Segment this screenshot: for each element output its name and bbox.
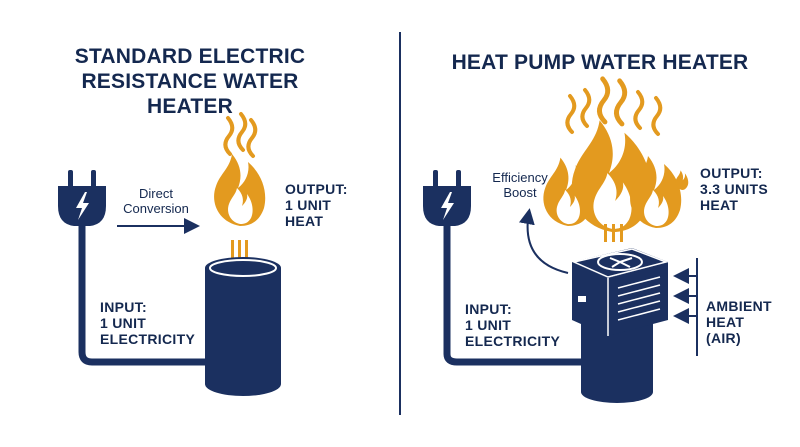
right-power-cord <box>443 222 586 366</box>
efficiency-boost-label: Efficiency Boost <box>492 170 548 200</box>
left-input-label: INPUT: 1 UNIT ELECTRICITY <box>100 299 196 347</box>
fan-icon <box>597 253 643 271</box>
heat-pump-unit-icon <box>571 248 669 336</box>
ambient-heat-label: AMBIENT HEAT (AIR) <box>706 298 772 346</box>
flame-icon <box>214 154 266 226</box>
right-input-label: INPUT: 1 UNIT ELECTRICITY <box>465 301 561 349</box>
left-title: STANDARD ELECTRIC RESISTANCE WATER HEATE… <box>74 45 306 118</box>
efficiency-boost-arrow <box>519 208 569 274</box>
left-power-cord <box>78 222 212 366</box>
direct-conversion-label: Direct Conversion <box>123 186 189 216</box>
ambient-heat-arrows <box>673 258 698 356</box>
right-output-label: OUTPUT: 3.3 UNITS HEAT <box>700 165 769 213</box>
lightning-bolt-icon <box>441 192 454 220</box>
water-tank-icon <box>205 257 281 396</box>
lightning-bolt-icon <box>76 192 89 220</box>
right-title: HEAT PUMP WATER HEATER <box>451 51 749 74</box>
left-output-label: OUTPUT: 1 UNIT HEAT <box>285 181 348 229</box>
